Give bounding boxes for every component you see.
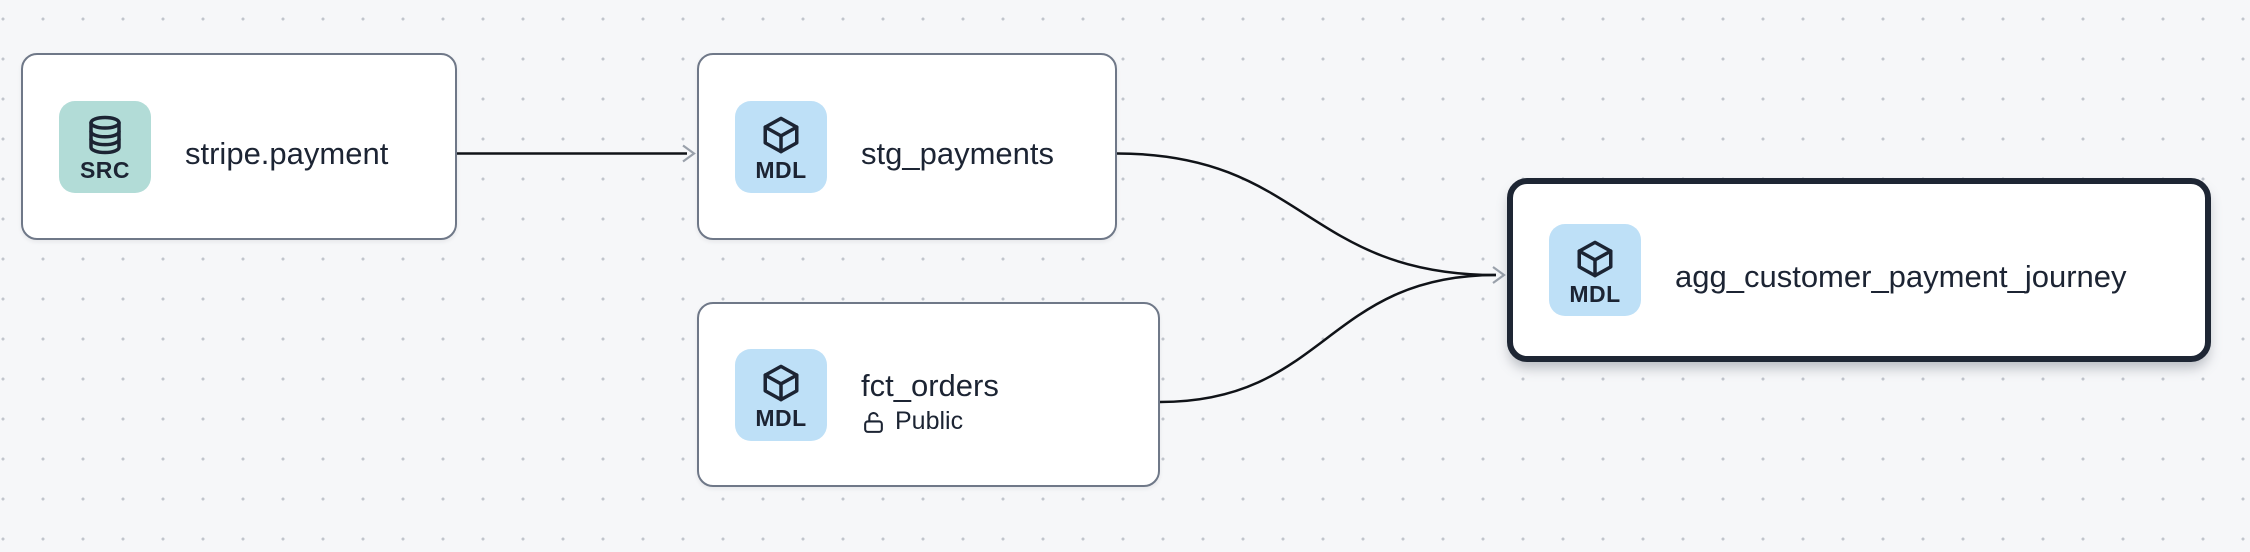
source-type-badge: SRC xyxy=(59,100,151,193)
access-label: Public xyxy=(895,407,964,436)
lock-open-icon xyxy=(864,411,883,433)
arrowhead-icon xyxy=(682,144,696,163)
cube-icon xyxy=(763,364,799,402)
badge-label: MDL xyxy=(755,405,807,431)
edge-stg-payments-to-agg-customer-payment-journey[interactable] xyxy=(1116,152,1497,277)
badge-label: SRC xyxy=(79,157,131,183)
node-fct-orders[interactable]: MDL fct_orders Public xyxy=(697,302,1160,487)
node-agg-customer-payment-journey[interactable]: MDL agg_customer_payment_journey xyxy=(1507,178,2211,362)
node-stg-payments[interactable]: MDL stg_payments xyxy=(697,53,1117,240)
access-row: Public xyxy=(861,408,999,436)
node-label: stg_payments xyxy=(861,135,1054,171)
node-label: agg_customer_payment_journey xyxy=(1675,259,2127,295)
model-type-badge: MDL xyxy=(1549,224,1641,316)
model-type-badge: MDL xyxy=(735,348,827,441)
model-type-badge: MDL xyxy=(735,100,827,193)
badge-label: MDL xyxy=(755,157,807,183)
cube-icon xyxy=(763,116,799,154)
badge-label: MDL xyxy=(1569,280,1621,307)
edge-fct-orders-to-agg-customer-payment-journey[interactable] xyxy=(1159,273,1497,404)
cube-icon xyxy=(1577,240,1613,277)
node-label: stripe.payment xyxy=(185,135,389,171)
arrowhead-icon xyxy=(1492,266,1506,284)
node-stripe-payment[interactable]: SRC stripe.payment xyxy=(21,53,457,240)
node-label: fct_orders xyxy=(861,368,999,404)
database-icon xyxy=(89,115,121,155)
